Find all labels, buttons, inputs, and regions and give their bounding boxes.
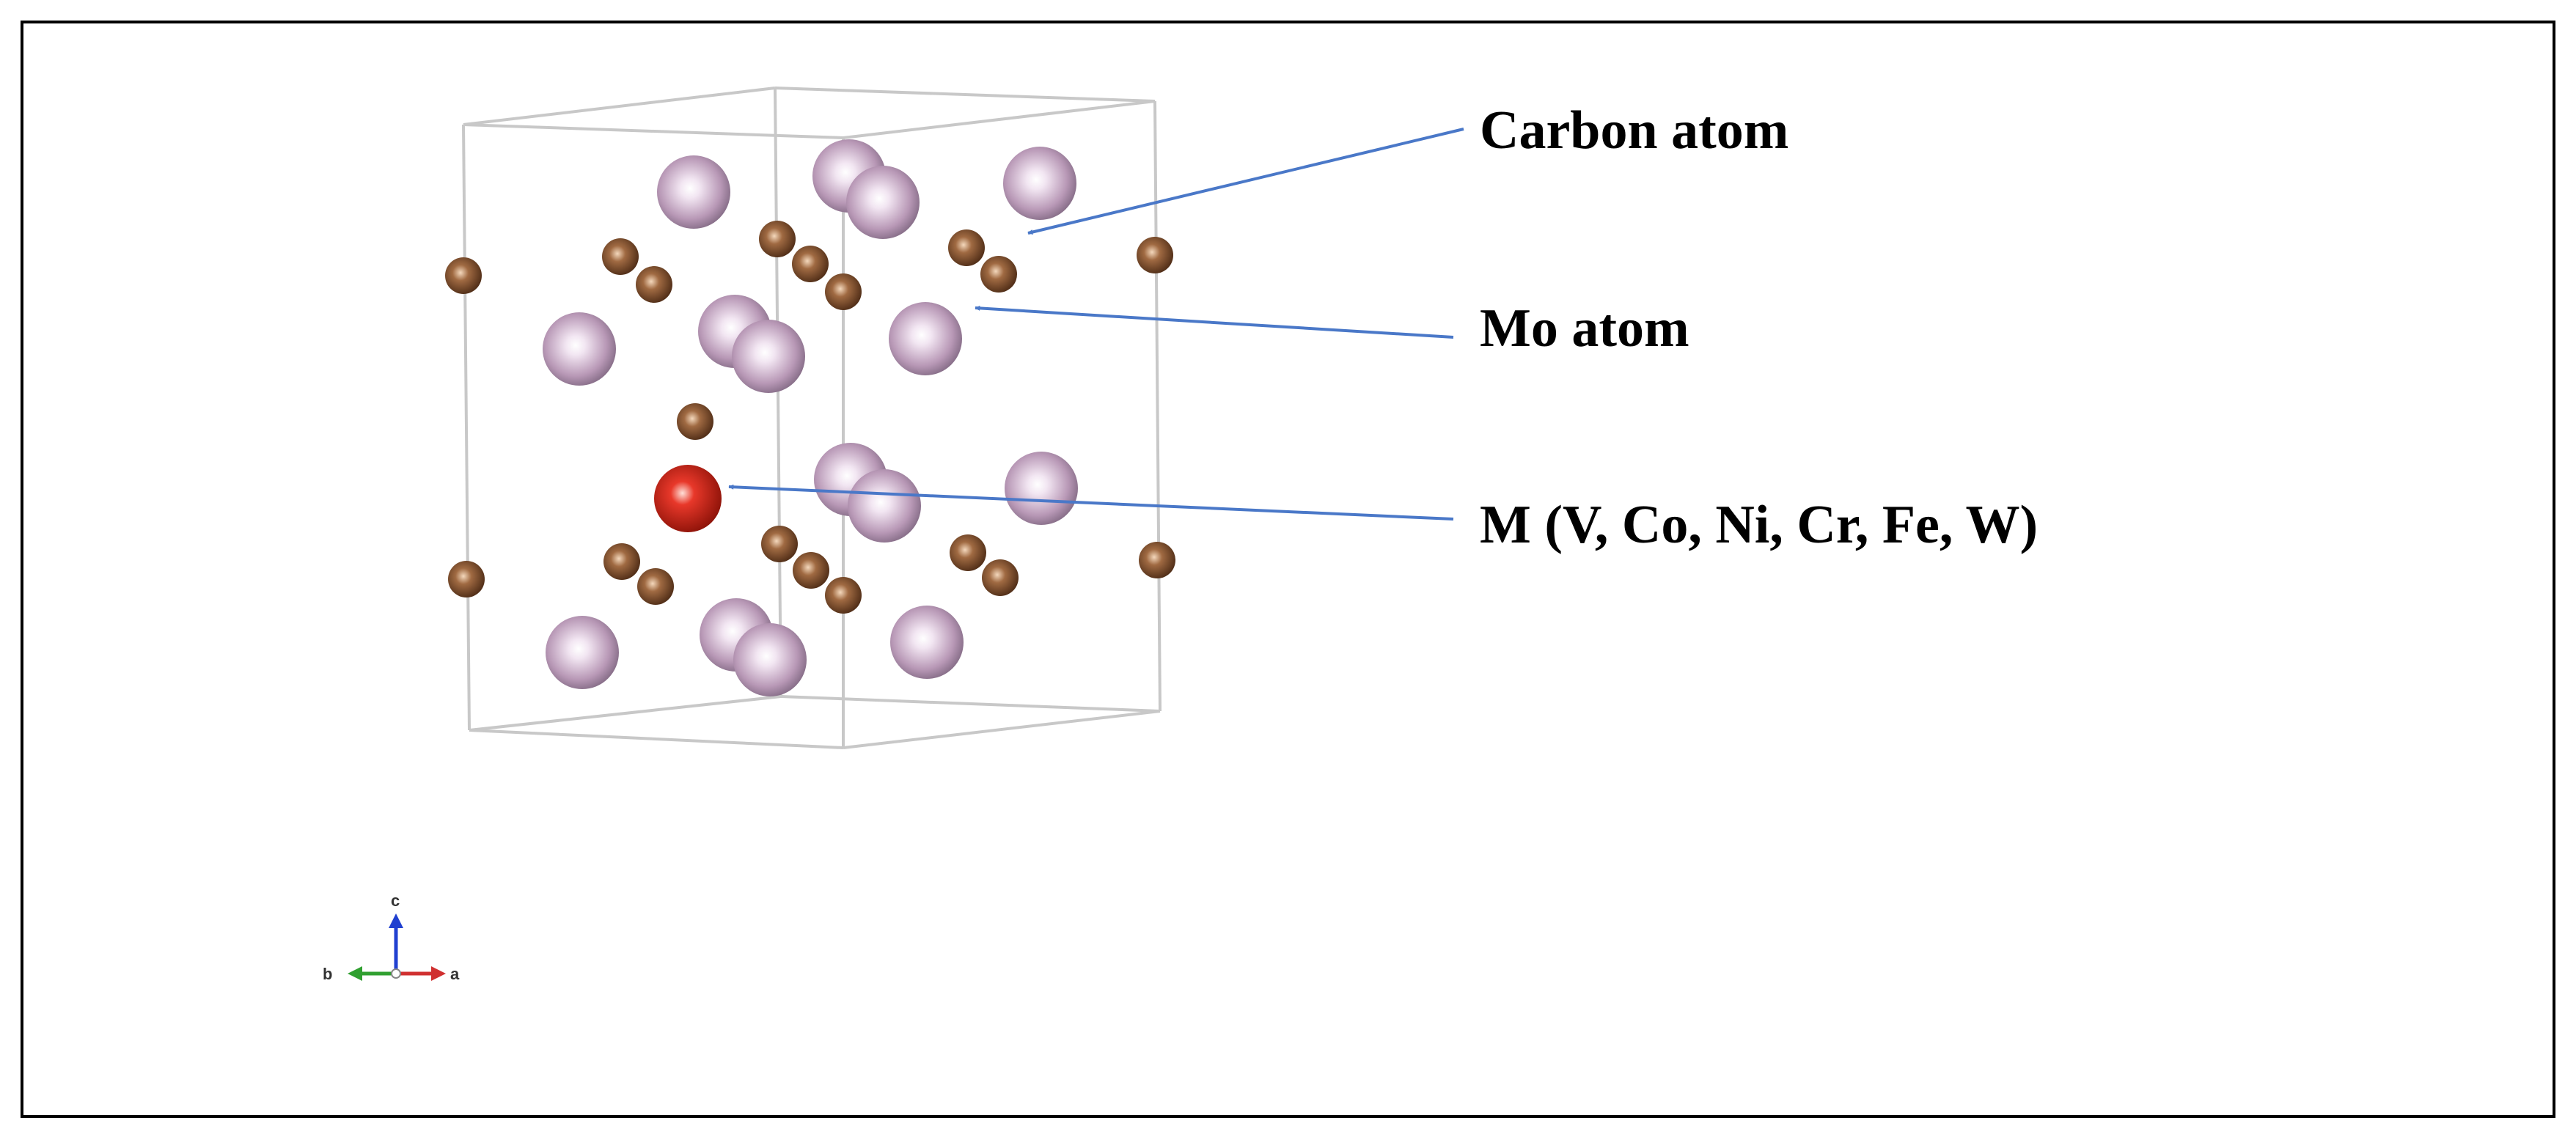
axis-b-label: b: [323, 965, 332, 983]
cell-edge: [780, 695, 1161, 713]
carbon-atom: [637, 568, 674, 605]
cell-edge: [462, 124, 471, 731]
mo-atom: [543, 312, 616, 386]
mo-atom: [732, 320, 805, 393]
carbon-atoms: [445, 221, 1175, 614]
mo-atom: [657, 155, 730, 229]
carbon-atom: [792, 246, 829, 282]
figure-frame: [21, 21, 2555, 1118]
mo-atom: [1005, 452, 1078, 525]
carbon-atom: [445, 257, 482, 294]
cell-edge: [469, 695, 782, 732]
cell-edge: [774, 87, 1156, 103]
cell-edge: [1153, 100, 1162, 712]
axis-indicator: c a b: [323, 891, 460, 983]
carbon-atom: [448, 561, 485, 597]
mo-atom: [846, 166, 920, 239]
carbon-atom: [1139, 542, 1175, 578]
mo-atom: [546, 616, 619, 689]
carbon-atom: [602, 238, 639, 275]
axis-b-arrowhead: [348, 966, 362, 981]
mo-atom: [848, 469, 921, 543]
axis-c-label: c: [391, 891, 400, 910]
cell-edge: [843, 710, 1161, 749]
cell-edge: [463, 87, 776, 126]
carbon-atom: [603, 543, 640, 580]
mo-atom: [890, 606, 964, 679]
carbon-arrow: [1027, 128, 1464, 235]
carbon-atom: [759, 221, 796, 257]
annotation-arrows: [728, 128, 1464, 521]
carbon-atom: [948, 229, 985, 266]
carbon-atom: [982, 559, 1019, 596]
carbon-atom: [980, 256, 1017, 293]
carbon-atom: [793, 552, 829, 589]
mo-atoms: [543, 139, 1078, 696]
mo-atom: [889, 302, 962, 375]
carbon-atom-label: Carbon atom: [1480, 100, 1788, 161]
carbon-atom: [1137, 237, 1173, 273]
m-atom-label: M (V, Co, Ni, Cr, Fe, W): [1480, 495, 2038, 555]
carbon-atom: [950, 534, 986, 571]
carbon-atom: [825, 577, 862, 614]
carbon-atom: [761, 526, 798, 562]
cell-edge: [463, 123, 844, 139]
cell-edge: [843, 100, 1156, 139]
axis-a-label: a: [450, 965, 460, 983]
m-atom: [654, 465, 722, 532]
cell-edge: [469, 729, 844, 749]
unit-cell: [462, 87, 1162, 749]
axis-origin: [391, 968, 401, 979]
carbon-atom: [636, 266, 672, 303]
axis-c-arrowhead: [389, 913, 403, 928]
mo-atom: [733, 623, 807, 696]
axis-a-arrowhead: [431, 966, 446, 981]
mo-atom: [1003, 147, 1076, 220]
carbon-atom: [677, 403, 713, 440]
mo-arrow: [975, 305, 1454, 339]
mo-atom-label: Mo atom: [1480, 298, 1689, 358]
carbon-atom: [825, 273, 862, 310]
m-arrow: [728, 484, 1454, 521]
cell-edge: [774, 87, 782, 697]
